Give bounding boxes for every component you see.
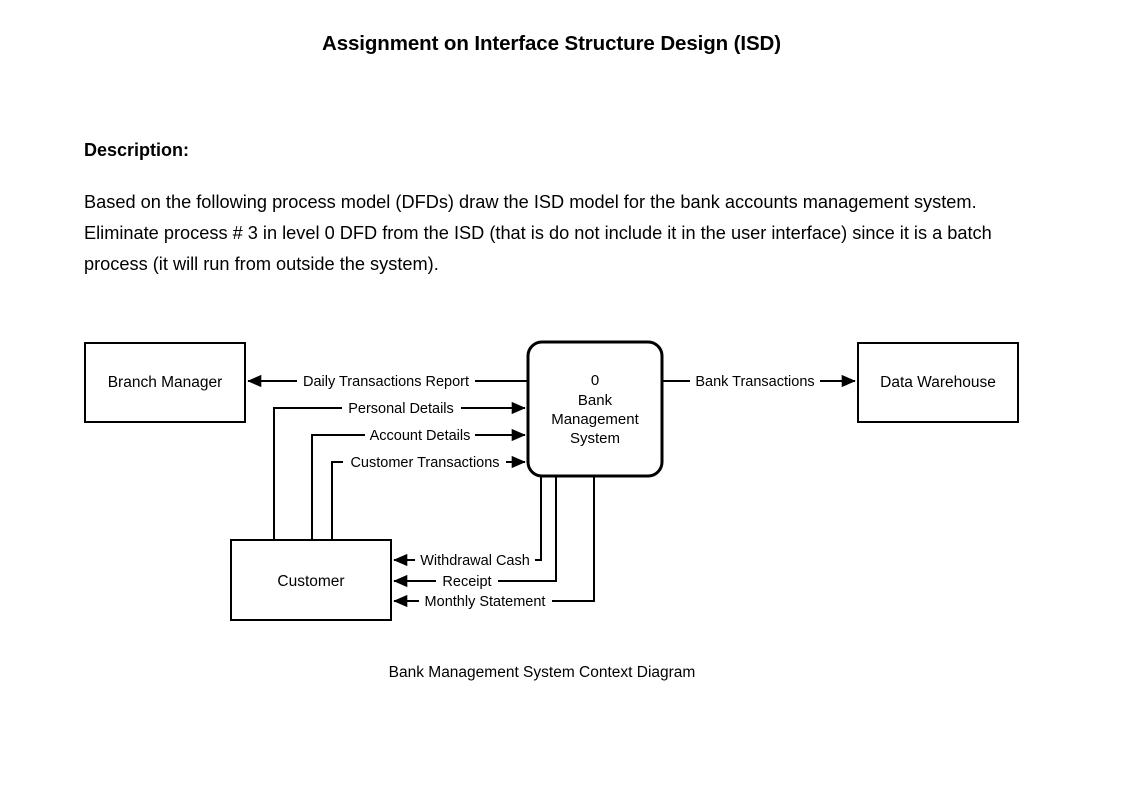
flow-account-details-label-bg: [365, 426, 475, 444]
flow-customer-transactions-line: [331, 455, 526, 540]
flow-personal-details: Personal Details: [273, 399, 526, 540]
process-name-line-1: Bank: [578, 392, 613, 409]
flow-receipt-line: [393, 476, 557, 588]
process-number: 0: [591, 372, 599, 389]
entity-customer: Customer: [230, 539, 392, 621]
flow-daily-transactions-report-label: Daily Transactions Report: [303, 374, 469, 390]
flow-personal-details-label-bg: [342, 399, 461, 417]
page-title: Assignment on Interface Structure Design…: [321, 32, 781, 55]
flow-personal-details-label: Personal Details: [348, 401, 454, 417]
entity-data-warehouse-label: Data Warehouse: [880, 374, 996, 391]
flow-monthly-statement-line: [393, 476, 595, 608]
description-body-text: Based on the following process model (DF…: [84, 192, 992, 275]
flow-bank-transactions-label: Bank Transactions: [695, 374, 814, 390]
flow-daily-transactions-report-label-bg: [297, 372, 475, 390]
entity-customer-box: [230, 539, 392, 621]
flow-withdrawal-cash-line: [393, 476, 542, 567]
flow-receipt-label: Receipt: [442, 574, 491, 590]
flow-personal-details-line: [273, 401, 526, 540]
flow-withdrawal-cash-label: Withdrawal Cash: [420, 553, 530, 569]
flow-daily-transactions-report: Daily Transactions Report: [247, 372, 528, 390]
flow-customer-transactions: Customer Transactions: [331, 453, 526, 540]
flow-monthly-statement-label: Monthly Statement: [425, 594, 546, 610]
flow-withdrawal-cash-label-bg: [415, 552, 535, 569]
flow-receipt-label-bg: [436, 573, 498, 590]
flow-receipt: Receipt: [393, 476, 557, 590]
process-name-line-2: Management: [551, 411, 639, 428]
entity-branch-manager-box: [84, 342, 246, 423]
flow-customer-transactions-label-bg: [343, 453, 506, 471]
entity-branch-manager: Branch Manager: [84, 342, 246, 423]
flow-customer-transactions-label: Customer Transactions: [350, 455, 499, 471]
entity-data-warehouse: Data Warehouse: [857, 342, 1019, 423]
entity-data-warehouse-box: [857, 342, 1019, 423]
process-bank-management-system: 0 Bank Management System: [526, 340, 664, 478]
flow-monthly-statement-label-bg: [419, 593, 552, 610]
entity-branch-manager-label: Branch Manager: [108, 374, 223, 391]
flow-monthly-statement: Monthly Statement: [393, 476, 595, 610]
flow-bank-transactions: Bank Transactions: [662, 372, 856, 390]
entity-customer-label: Customer: [277, 573, 344, 590]
flow-account-details-line: [311, 428, 526, 540]
diagram-caption: Bank Management System Context Diagram: [388, 664, 696, 681]
flow-account-details: Account Details: [311, 426, 526, 540]
flow-bank-transactions-label-bg: [690, 372, 820, 390]
description-heading: Description:: [84, 140, 190, 160]
process-name-line-3: System: [570, 430, 620, 447]
process-bank-management-system-box: [526, 340, 664, 478]
flow-account-details-label: Account Details: [370, 428, 471, 444]
flow-withdrawal-cash: Withdrawal Cash: [393, 476, 542, 569]
